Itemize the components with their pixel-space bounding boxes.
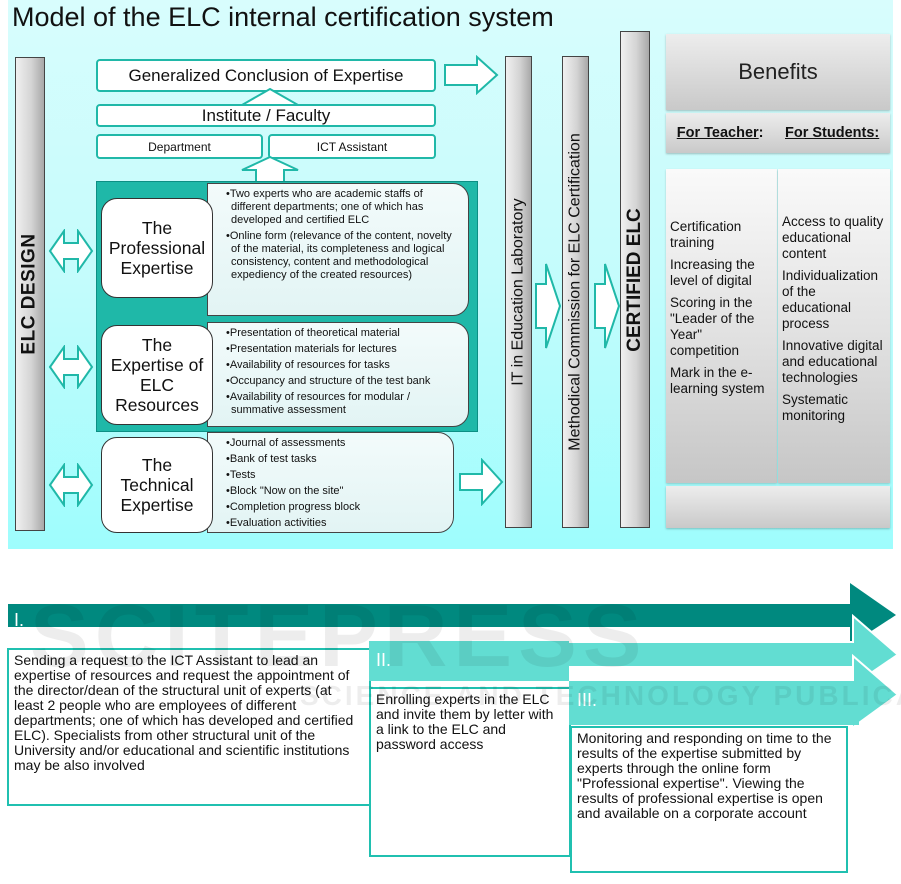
elc-design-bar: ELC DESIGN: [15, 57, 45, 531]
step-1-arrow-band: [8, 583, 896, 645]
professional-expertise-label: The Professional Expertise: [101, 198, 213, 298]
for-students-header: For Students:: [785, 125, 880, 141]
benefit-item: Certification training: [670, 219, 742, 250]
double-arrow-icon: [48, 463, 94, 507]
right-arrow-icon: [444, 55, 499, 95]
colon: :: [758, 125, 764, 141]
elc-resources-list: Presentation of theoretical material Pre…: [207, 322, 469, 427]
step-3-number: III.: [577, 690, 598, 710]
step-3-band-body: [569, 681, 859, 725]
benefits-footer: [666, 486, 890, 528]
benefit-item: Increasing the level of digital: [670, 257, 755, 288]
list-item: Tests: [226, 469, 443, 482]
list-item: Journal of assessments: [226, 437, 443, 450]
benefits-subheader: For Teacher: For Students:: [666, 113, 890, 153]
methodical-commission-bar: Methodical Commission for ELC Certificat…: [562, 56, 589, 528]
label-line: The: [141, 335, 173, 355]
technical-expertise-label: The Technical Expertise: [101, 437, 213, 533]
step-1-text: Sending a request to the ICT Assistant t…: [7, 648, 371, 806]
double-arrow-icon: [48, 229, 94, 273]
label-line: Professional: [108, 238, 206, 258]
technical-expertise-list: Journal of assessments Bank of test task…: [207, 432, 454, 533]
benefit-item: Scoring in the "Leader of the Year" comp…: [670, 295, 755, 358]
it-education-lab-bar: IT in Education Laboratory: [505, 56, 532, 528]
benefit-item: Innovative digital and educational techn…: [782, 338, 883, 385]
benefits-title: Benefits: [738, 59, 818, 84]
certified-elc-label: CERTIFIED ELC: [624, 207, 645, 352]
right-arrow-icon: [459, 458, 504, 506]
label-line: Technical: [120, 475, 194, 495]
elc-design-label: ELC DESIGN: [19, 233, 40, 355]
list-item: Bank of test tasks: [226, 453, 443, 466]
list-item: Presentation materials for lectures: [226, 343, 458, 356]
list-item: Block "Now on the site": [226, 485, 443, 498]
diagram-title: Model of the ELC internal certification …: [12, 2, 554, 32]
step-3-text: Monitoring and responding on time to the…: [570, 726, 848, 873]
student-benefits-column: Access to quality educational content In…: [778, 169, 890, 483]
right-arrow-icon: [594, 263, 621, 349]
step-2-text: Enrolling experts in the ELC and invite …: [369, 687, 571, 857]
label-line: Expertise of: [110, 355, 204, 375]
benefit-item: Systematic monitoring: [782, 392, 849, 423]
list-item: Two experts who are academic staffs of d…: [226, 188, 458, 227]
double-arrow-icon: [48, 345, 94, 389]
list-item: Availability of resources for tasks: [226, 359, 458, 372]
label-line: The: [141, 218, 173, 238]
step-2-arrow-band: [369, 614, 898, 684]
label-line: Expertise: [120, 258, 194, 278]
benefit-item: Mark in the e-learning system: [670, 365, 765, 396]
list-item: Completion progress block: [226, 501, 443, 514]
list-item: Presentation of theoretical material: [226, 327, 458, 340]
up-arrow-icon: [241, 156, 299, 182]
for-teacher-header: For Teacher:: [677, 125, 764, 141]
it-education-lab-label: IT in Education Laboratory: [509, 198, 527, 386]
label-line: The: [141, 455, 173, 475]
right-arrow-icon: [535, 263, 562, 349]
list-item: Online form (relevance of the content, n…: [226, 230, 458, 282]
methodical-commission-label: Methodical Commission for ELC Certificat…: [566, 133, 584, 451]
step-2-number: II.: [376, 650, 392, 670]
benefit-item: Access to quality educational content: [782, 214, 884, 261]
certified-elc-bar: CERTIFIED ELC: [620, 31, 650, 528]
department-box: Department: [96, 134, 263, 159]
institute-faculty-box: Institute / Faculty: [96, 104, 436, 127]
list-item: Availability of resources for modular / …: [226, 391, 458, 417]
step-2-band-body: [369, 641, 569, 681]
list-item: Evaluation activities: [226, 517, 443, 530]
label-line: ELC: [139, 375, 175, 395]
step-1-number: I.: [14, 610, 25, 630]
ict-assistant-box: ICT Assistant: [268, 134, 436, 159]
professional-expertise-list: Two experts who are academic staffs of d…: [207, 183, 469, 316]
benefit-item: Individualization of the educational pro…: [782, 268, 879, 331]
generalized-conclusion-box: Generalized Conclusion of Expertise: [96, 59, 436, 92]
elc-resources-label: The Expertise of ELC Resources: [101, 325, 213, 425]
list-item: Occupancy and structure of the test bank: [226, 375, 458, 388]
label-line: Expertise: [120, 495, 194, 515]
teacher-benefits-column: Certification training Increasing the le…: [666, 169, 777, 483]
for-teacher-text: For Teacher: [676, 125, 759, 141]
benefits-header: Benefits: [666, 34, 890, 110]
label-line: Resources: [115, 395, 199, 415]
